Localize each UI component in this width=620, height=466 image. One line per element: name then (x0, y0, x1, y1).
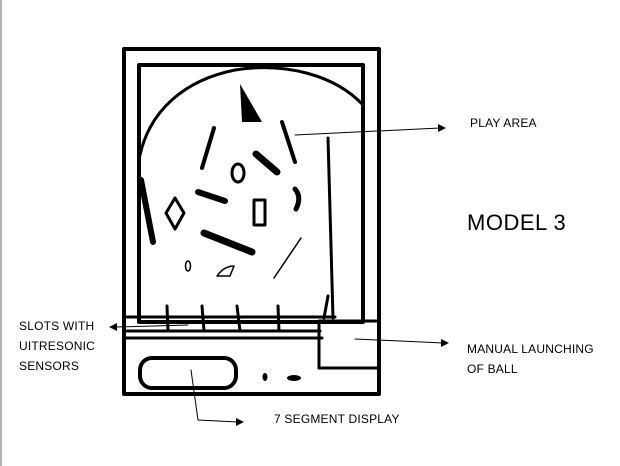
playfield-inner-frame (137, 63, 365, 324)
playfield-dome-arc (138, 66, 365, 157)
obstacle-small-arc (216, 265, 235, 277)
obstacle-bar (252, 150, 281, 176)
obstacle-bar (138, 177, 156, 245)
play-area-arrow (294, 127, 441, 136)
slots-arrow (115, 324, 189, 328)
model-label: MODEL 3 (467, 210, 567, 235)
seven-segment-display (138, 356, 238, 390)
slots-label-line3: SENSORS (19, 359, 80, 373)
slots-label-line2: UITRESONIC (19, 339, 96, 353)
slots-label-line1: SLOTS WITH (19, 319, 95, 333)
play-area-arrowhead (438, 124, 446, 132)
launch-label-line2: OF BALL (467, 362, 518, 376)
launch-arrow (354, 338, 444, 344)
display-arrow (190, 369, 239, 423)
launcher-plunger (322, 294, 330, 320)
obstacle-oval (230, 162, 246, 184)
shooter-lane-wall (326, 136, 335, 320)
obstacle-triangle (240, 84, 262, 122)
obstacle-bar (280, 120, 297, 164)
cabinet-outer-frame (122, 47, 381, 396)
launcher-box (317, 319, 378, 370)
obstacle-rectangle (252, 198, 267, 227)
obstacle-diamond (164, 196, 186, 231)
launch-arrowhead (441, 339, 449, 347)
obstacle-small-oval (184, 260, 192, 272)
slot-divider (276, 304, 281, 333)
slot-divider (235, 304, 242, 333)
play-area-label: PLAY AREA (470, 116, 537, 130)
slot-divider (165, 304, 170, 333)
display-indicator-dash (287, 375, 301, 381)
display-arrowhead (236, 418, 244, 426)
obstacle-bar (200, 126, 216, 170)
obstacle-curve (292, 186, 302, 212)
obstacle-bar (195, 189, 228, 204)
slot-divider (200, 304, 206, 333)
launch-label-line1: MANUAL LAUNCHING (467, 342, 594, 356)
display-indicator-dot (262, 373, 268, 381)
display-label: 7 SEGMENT DISPLAY (274, 412, 400, 426)
obstacle-thin-line (273, 237, 302, 279)
slots-arrowhead (109, 323, 117, 331)
obstacle-bar (200, 229, 256, 256)
